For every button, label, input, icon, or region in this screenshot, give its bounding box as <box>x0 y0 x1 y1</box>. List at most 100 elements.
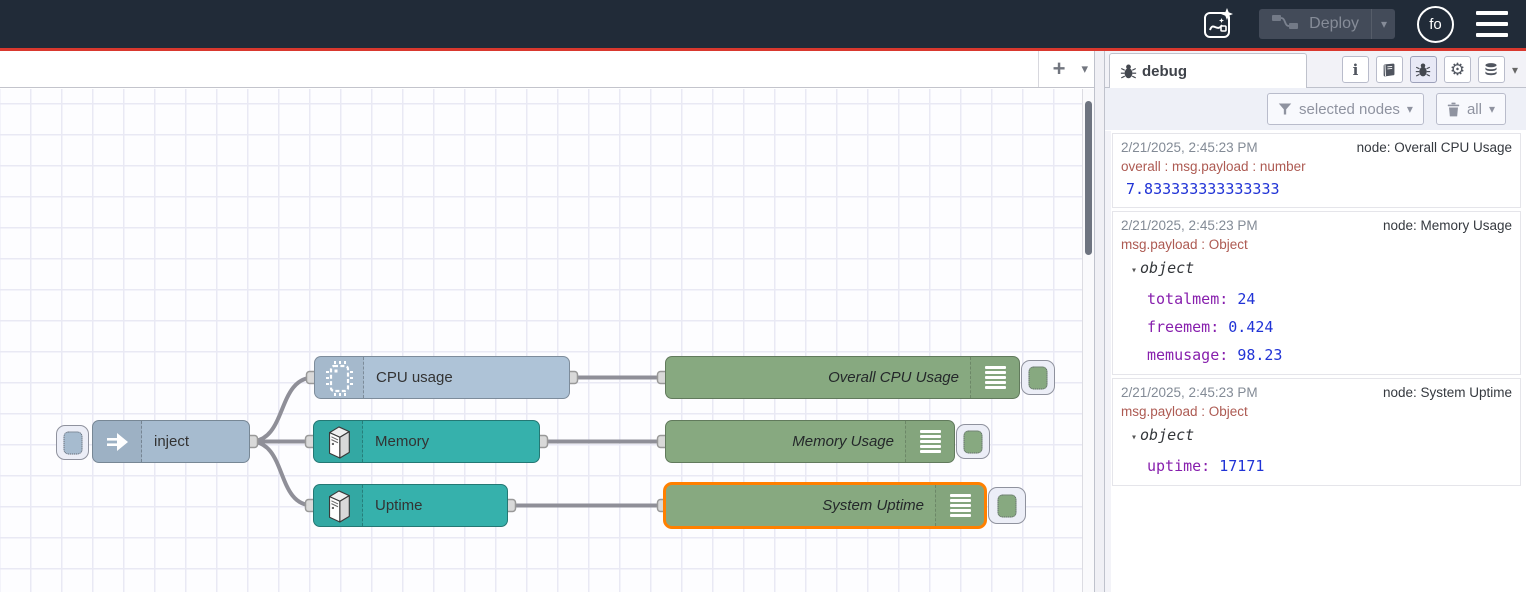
caret-down-icon: ▾ <box>1131 265 1138 276</box>
node-label: inject <box>154 433 190 450</box>
property-key: memusage: <box>1147 346 1229 364</box>
message-meta: msg.payload : Object <box>1121 237 1248 252</box>
sidebar-tab-buttons: i <box>1341 56 1518 83</box>
node-label: System Uptime <box>822 497 924 514</box>
debug-message-list[interactable]: 2/21/2025, 2:45:23 PM node: Overall CPU … <box>1105 131 1526 592</box>
bug-icon <box>1120 64 1137 78</box>
property-key: uptime: <box>1147 457 1211 475</box>
debug-tab-button[interactable] <box>1409 56 1437 83</box>
node-cpu-usage[interactable]: CPU usage <box>314 356 570 399</box>
clear-label: all <box>1466 100 1482 118</box>
object-property: totalmem: 24 <box>1121 285 1512 313</box>
cpu-chip-icon <box>315 357 364 398</box>
debug-clear-button[interactable]: all ▾ <box>1435 93 1506 125</box>
property-value: 24 <box>1237 290 1256 308</box>
deploy-icon <box>1271 13 1299 36</box>
debug-toggle-button[interactable] <box>1021 360 1055 395</box>
object-type-label: object <box>1140 259 1195 277</box>
object-property: memusage: 98.23 <box>1121 341 1512 369</box>
deploy-button[interactable]: Deploy ▾ <box>1259 9 1395 39</box>
message-timestamp: 2/21/2025, 2:45:23 PM <box>1121 218 1258 233</box>
property-value: 98.23 <box>1237 346 1283 364</box>
node-uptime[interactable]: Uptime <box>313 484 508 527</box>
message-node-name: node: Memory Usage <box>1382 218 1512 233</box>
canvas-vertical-scrollbar[interactable] <box>1082 89 1094 592</box>
object-expander[interactable]: ▾object <box>1121 254 1512 285</box>
help-tab-button[interactable] <box>1375 56 1403 83</box>
gear-icon: ⚙ <box>1449 60 1466 79</box>
message-timestamp: 2/21/2025, 2:45:23 PM <box>1121 140 1258 155</box>
user-avatar[interactable]: fo <box>1417 5 1454 43</box>
add-flow-button[interactable]: + <box>1052 56 1066 81</box>
database-icon <box>1485 62 1498 75</box>
info-icon: i <box>1352 60 1359 79</box>
avatar-initials: fo <box>1429 15 1442 33</box>
deploy-label: Deploy <box>1309 15 1359 32</box>
flow-tab-bar: + ▾ <box>0 51 1094 88</box>
sidebar-tab-bar: debug i <box>1105 51 1526 88</box>
caret-down-icon: ▾ <box>1131 432 1138 443</box>
debug-output-icon <box>970 357 1019 398</box>
node-label: Memory Usage <box>792 433 894 450</box>
flow-tab-actions: + ▾ <box>1037 51 1088 87</box>
wire[interactable] <box>248 439 315 508</box>
property-key: freemem: <box>1147 318 1220 336</box>
tab-debug-label: debug <box>1142 62 1187 80</box>
debug-toolbar: selected nodes ▾ all ▾ <box>1105 88 1526 130</box>
filter-label: selected nodes <box>1299 100 1400 118</box>
message-timestamp: 2/21/2025, 2:45:23 PM <box>1121 385 1258 400</box>
app-header: Deploy ▾ fo <box>0 0 1526 48</box>
inject-arrow-icon <box>93 421 142 462</box>
hamburger-icon <box>1476 11 1508 15</box>
flow-list-button[interactable]: ▾ <box>1081 61 1088 76</box>
tab-debug[interactable]: debug <box>1109 53 1307 88</box>
info-tab-button[interactable]: i <box>1341 56 1369 83</box>
flow-assistant-icon[interactable] <box>1199 5 1237 43</box>
debug-message[interactable]: 2/21/2025, 2:45:23 PM node: Overall CPU … <box>1112 133 1521 208</box>
inject-trigger-button[interactable] <box>56 425 89 460</box>
debug-message[interactable]: 2/21/2025, 2:45:23 PM node: Memory Usage… <box>1112 211 1521 375</box>
debug-output-icon <box>905 421 954 462</box>
debug-toggle-button[interactable] <box>956 424 990 459</box>
config-tab-button[interactable]: ⚙ <box>1443 56 1471 83</box>
filter-icon <box>1278 103 1292 115</box>
object-expander[interactable]: ▾object <box>1121 421 1512 452</box>
object-property: uptime: 17171 <box>1121 452 1512 480</box>
node-debug-overall-cpu[interactable]: Overall CPU Usage <box>665 356 1020 399</box>
node-debug-system-uptime[interactable]: System Uptime <box>663 482 987 529</box>
main-menu-button[interactable] <box>1476 11 1508 37</box>
chevron-down-icon: ▾ <box>1488 102 1495 116</box>
header-accent-line <box>0 48 1526 51</box>
node-debug-memory-usage[interactable]: Memory Usage <box>665 420 955 463</box>
sidebar-options-button[interactable]: ▾ <box>1511 62 1518 77</box>
debug-toggle-button[interactable] <box>988 487 1026 524</box>
wire[interactable] <box>248 375 316 444</box>
trash-icon <box>1447 102 1460 116</box>
debug-filter-button[interactable]: selected nodes ▾ <box>1267 93 1424 125</box>
property-key: totalmem: <box>1147 290 1229 308</box>
debug-output-icon <box>935 485 984 526</box>
node-inject[interactable]: inject <box>92 420 250 463</box>
message-meta: overall : msg.payload : number <box>1121 159 1306 174</box>
node-label: Memory <box>375 433 430 450</box>
message-meta: msg.payload : Object <box>1121 404 1248 419</box>
chevron-down-icon: ▾ <box>1406 102 1413 116</box>
property-value: 17171 <box>1219 457 1265 475</box>
node-label: Overall CPU Usage <box>828 369 959 386</box>
context-tab-button[interactable] <box>1477 56 1505 83</box>
computer-tower-icon <box>314 485 363 526</box>
message-node-name: node: Overall CPU Usage <box>1356 140 1512 155</box>
property-value: 0.424 <box>1228 318 1274 336</box>
debug-message[interactable]: 2/21/2025, 2:45:23 PM node: System Uptim… <box>1112 378 1521 486</box>
flow-canvas[interactable]: inject CPU usage <box>0 89 1083 592</box>
workspace: + ▾ <box>0 51 1095 592</box>
bug-icon <box>1416 62 1431 77</box>
object-property: freemem: 0.424 <box>1121 313 1512 341</box>
node-memory[interactable]: Memory <box>313 420 540 463</box>
scrollbar-thumb[interactable] <box>1085 101 1092 255</box>
node-label: CPU usage <box>376 369 453 386</box>
chevron-down-icon: ▾ <box>1380 17 1387 31</box>
deploy-options-button[interactable]: ▾ <box>1370 9 1387 39</box>
node-label: Uptime <box>375 497 423 514</box>
object-type-label: object <box>1140 426 1195 444</box>
